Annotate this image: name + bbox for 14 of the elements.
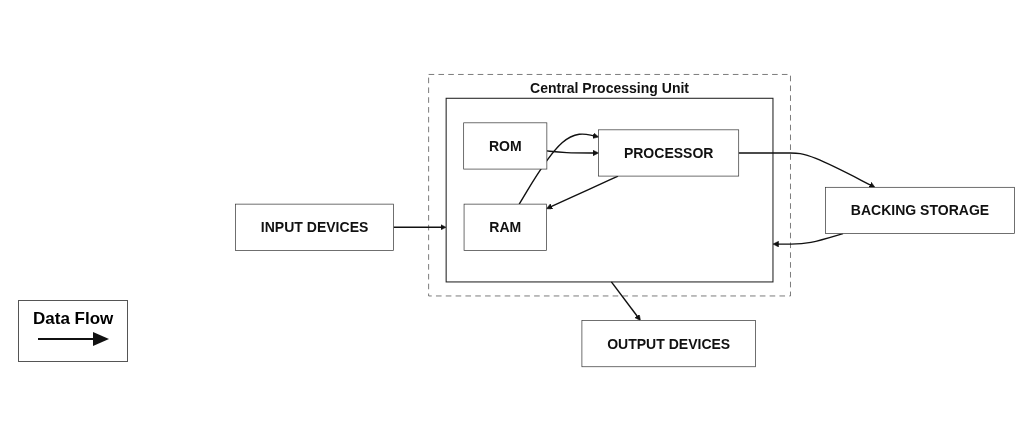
arrow	[546, 175, 619, 210]
arrow	[392, 224, 447, 231]
legend-text: Data Flow	[33, 309, 114, 329]
node-box: ROM	[463, 122, 548, 170]
node-box: OUTPUT DEVICES	[581, 320, 756, 368]
cluster	[445, 97, 774, 283]
node-box: BACKING STORAGE	[825, 186, 1015, 234]
arrow	[772, 232, 844, 248]
node-box: PROCESSOR	[598, 129, 740, 177]
arrow	[518, 132, 599, 205]
arrow	[546, 149, 599, 157]
node-box: INPUT DEVICES	[235, 203, 394, 251]
node-box: RAM	[463, 203, 547, 251]
arrow	[738, 152, 876, 188]
